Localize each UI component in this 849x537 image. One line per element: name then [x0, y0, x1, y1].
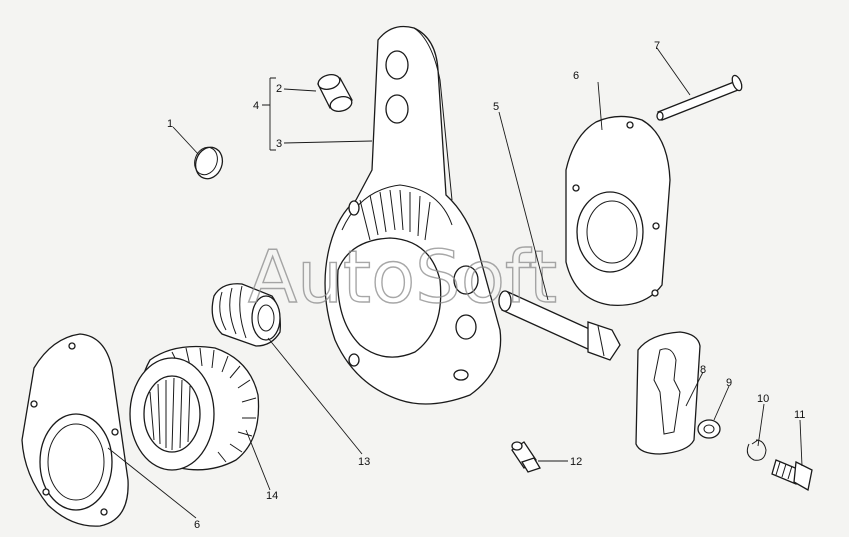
- callout-2: 2: [276, 83, 282, 95]
- callout-14: 14: [266, 490, 278, 502]
- part-7-pin: [656, 74, 743, 121]
- callout-5: 5: [493, 101, 499, 113]
- callout-4: 4: [253, 100, 259, 112]
- part-10-spring-washer: [746, 439, 767, 461]
- callout-numbers: 1 2 3 4 5 6 6 7 8 9 10 11 12 13 14: [167, 40, 805, 531]
- part-9-washer: [697, 419, 721, 439]
- part-13-worm: [211, 283, 281, 347]
- callout-7: 7: [654, 40, 660, 52]
- watermark-text: AutoSoft: [248, 235, 557, 319]
- callout-11: 11: [794, 409, 805, 421]
- part-1-plug: [194, 146, 224, 180]
- part-6-cover-right: [565, 115, 671, 306]
- part-2-bushing: [317, 74, 353, 112]
- callout-8: 8: [700, 364, 706, 376]
- callout-9: 9: [726, 377, 732, 389]
- part-8-lock-plate: [635, 331, 701, 455]
- callout-6-left: 6: [194, 519, 200, 531]
- callout-10: 10: [757, 393, 769, 405]
- callout-3: 3: [276, 138, 282, 150]
- part-12-grease-fitting: [511, 441, 541, 473]
- part-11-screw: [771, 459, 813, 492]
- part-14-worm-wheel: [129, 345, 260, 471]
- callout-12: 12: [570, 456, 582, 468]
- callout-1: 1: [167, 118, 173, 130]
- part-3-lever-body: [324, 25, 502, 405]
- leader-lines: [107, 47, 803, 519]
- callout-6-right: 6: [573, 70, 579, 82]
- part-5-worm-shaft: [498, 290, 621, 361]
- callout-13: 13: [358, 456, 370, 468]
- part-6-cover-left: [21, 333, 129, 527]
